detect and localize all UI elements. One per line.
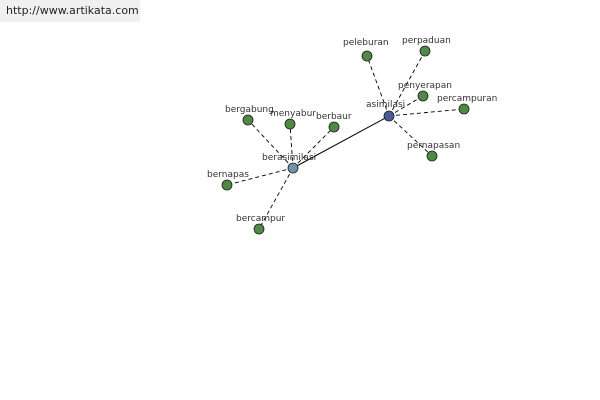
node-bercampur[interactable] — [253, 223, 265, 235]
edges-layer — [226, 50, 465, 230]
node-penyerapan[interactable] — [417, 90, 429, 102]
node-label-perpaduan: perpaduan — [402, 36, 451, 46]
node-label-peleburan: peleburan — [343, 38, 389, 48]
node-label-bergabung: bergabung — [225, 105, 274, 115]
node-berasimilasi[interactable] — [287, 162, 299, 174]
node-label-pernapasan: pernapasan — [407, 141, 460, 151]
node-pernapasan[interactable] — [426, 150, 438, 162]
node-peleburan[interactable] — [361, 50, 373, 62]
node-menyabur[interactable] — [284, 118, 296, 130]
node-label-percampuran: percampuran — [437, 94, 497, 104]
edge-asimilasi-berasimilasi — [292, 115, 390, 169]
node-label-bercampur: bercampur — [236, 214, 285, 224]
node-label-berbaur: berbaur — [316, 112, 352, 122]
node-label-bernapas: bernapas — [207, 170, 249, 180]
edge-berasimilasi-menyabur — [289, 123, 294, 169]
edge-asimilasi-peleburan — [366, 55, 390, 117]
edge-asimilasi-percampuran — [388, 108, 465, 117]
nodes-layer — [221, 45, 470, 235]
node-perpaduan[interactable] — [419, 45, 431, 57]
labels-layer: asimilasi berasimilasi peleburan perpaduan p… — [207, 36, 497, 224]
edge-berasimilasi-berbaur — [292, 126, 335, 169]
node-label-penyerapan: penyerapan — [398, 81, 452, 91]
node-label-menyabur: menyabur — [270, 109, 316, 119]
node-percampuran[interactable] — [458, 103, 470, 115]
site-url-link[interactable]: http://www.artikata.com — [0, 0, 140, 22]
node-label-berasimilasi: berasimilasi — [262, 153, 316, 163]
edge-berasimilasi-bergabung — [247, 119, 294, 169]
edge-asimilasi-pernapasan — [388, 115, 433, 157]
node-berbaur[interactable] — [328, 121, 340, 133]
node-asimilasi[interactable] — [383, 110, 395, 122]
edge-berasimilasi-bernapas — [226, 167, 294, 186]
node-label-asimilasi: asimilasi — [366, 100, 405, 110]
edge-asimilasi-perpaduan — [388, 50, 426, 117]
node-bergabung[interactable] — [242, 114, 254, 126]
node-bernapas[interactable] — [221, 179, 233, 191]
edge-berasimilasi-bercampur — [258, 167, 294, 230]
